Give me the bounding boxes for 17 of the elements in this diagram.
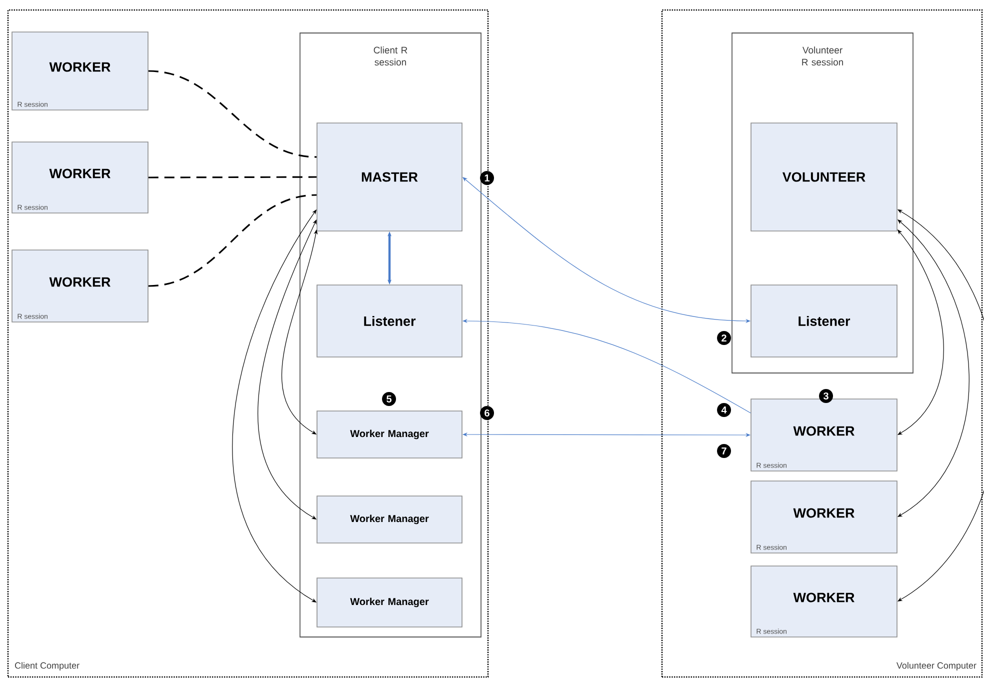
process-box: Listener: [316, 284, 462, 358]
callout-number: 5: [382, 392, 396, 406]
process-box: VOLUNTEER: [750, 122, 898, 232]
callout-number: 6: [480, 406, 494, 420]
manager-box: Worker Manager: [316, 410, 462, 458]
callout-number: 1: [480, 171, 494, 185]
callout-number: 3: [819, 389, 833, 403]
process-box: MASTER: [316, 122, 462, 232]
callout-number: 4: [717, 403, 731, 417]
connector: [148, 194, 317, 287]
callout-number: 2: [717, 331, 731, 345]
process-box: Listener: [750, 284, 898, 358]
manager-box: Worker Manager: [316, 496, 462, 544]
manager-box: Worker Manager: [316, 578, 462, 628]
callout-number: 7: [717, 444, 731, 458]
connector: [148, 70, 317, 158]
connector: [148, 176, 317, 178]
